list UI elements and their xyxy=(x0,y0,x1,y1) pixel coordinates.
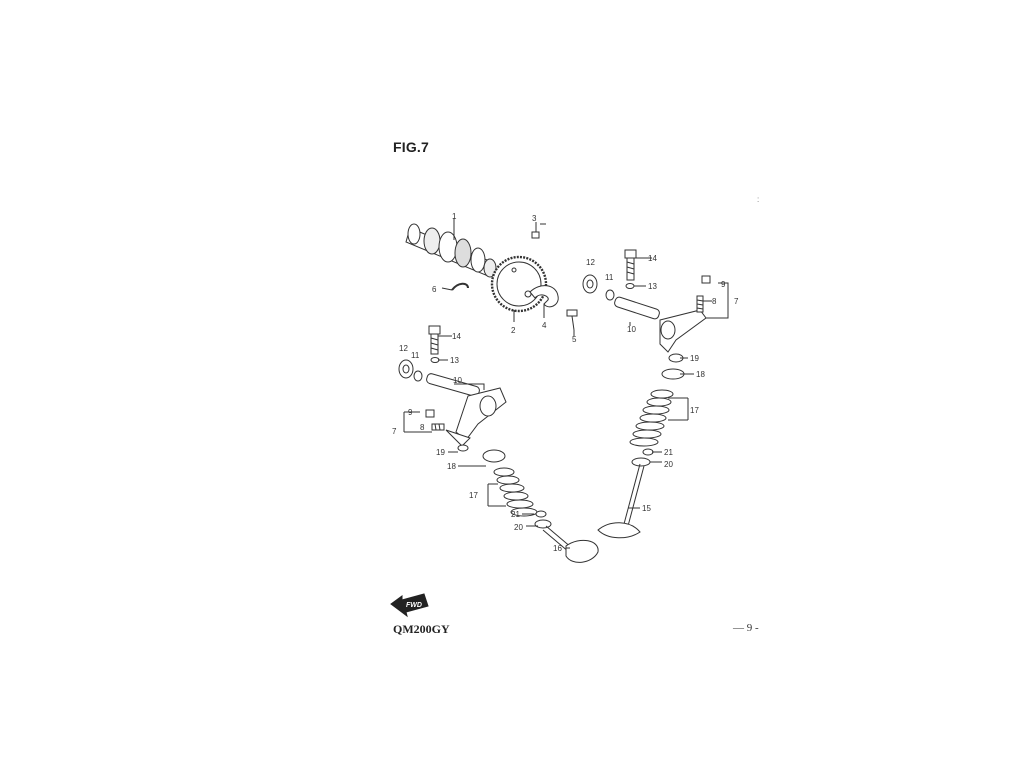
callout-19-lower: 19 xyxy=(436,448,445,457)
callout-8-lower: 8 xyxy=(420,423,425,432)
o-ring-part-11-lower xyxy=(413,370,423,382)
rocker-arm-upper xyxy=(614,296,707,353)
callout-14-upper: 14 xyxy=(648,254,657,263)
valve-part-16 xyxy=(542,525,599,563)
washer-part-13-lower xyxy=(430,357,440,363)
callout-20-upper: 20 xyxy=(664,460,673,469)
callout-13-upper: 13 xyxy=(648,282,657,291)
fwd-arrow-icon: FWD xyxy=(390,593,429,618)
bolt-part-5 xyxy=(566,309,578,336)
washer-part-13-upper xyxy=(625,283,635,289)
margin-mark: : xyxy=(757,195,760,204)
callout-7-lower: 7 xyxy=(392,427,397,436)
callout-21-upper: 21 xyxy=(664,448,673,457)
clip-part xyxy=(441,282,469,291)
pin-part xyxy=(531,222,540,239)
cam-sprocket-part xyxy=(490,255,548,322)
callout-4: 4 xyxy=(542,321,547,330)
callout-1: 1 xyxy=(452,212,457,221)
callout-14-lower: 14 xyxy=(452,332,461,341)
callout-17-upper: 17 xyxy=(690,406,699,415)
valve-part-15 xyxy=(597,463,645,539)
fwd-label: FWD xyxy=(406,602,422,609)
callout-17-lower: 17 xyxy=(469,491,478,500)
callout-11-upper: 11 xyxy=(605,273,614,282)
figure-title: FIG.7 xyxy=(393,139,430,155)
callout-19-upper: 19 xyxy=(690,354,699,363)
callout-3: 3 xyxy=(532,214,537,223)
page-number: — 9 - xyxy=(733,622,759,634)
callout-10-upper: 10 xyxy=(627,325,636,334)
callout-20-lower: 20 xyxy=(514,523,523,532)
adjuster-screw-upper xyxy=(696,275,729,319)
camshaft-part xyxy=(405,218,497,278)
callout-12-upper: 12 xyxy=(586,258,595,267)
callout-15: 15 xyxy=(642,504,651,513)
model-name: QM200GY xyxy=(393,622,450,636)
callout-11-lower: 11 xyxy=(411,351,420,360)
callout-13-lower: 13 xyxy=(450,356,459,365)
bolt-part-14-lower xyxy=(428,325,441,355)
callout-5: 5 xyxy=(572,335,577,344)
bolt-part-14-upper xyxy=(624,249,646,281)
callout-10-lower: 10 xyxy=(453,376,462,385)
callout-6: 6 xyxy=(432,285,437,294)
callout-8-upper: 8 xyxy=(712,297,717,306)
callout-9-lower: 9 xyxy=(408,408,413,417)
callout-21-lower: 21 xyxy=(511,510,520,519)
callout-12-lower: 12 xyxy=(399,344,408,353)
callout-16: 16 xyxy=(553,544,562,553)
o-ring-part-11-upper xyxy=(605,289,615,301)
callout-18-lower: 18 xyxy=(447,462,456,471)
callout-18-upper: 18 xyxy=(696,370,705,379)
callout-7-upper: 7 xyxy=(734,297,739,306)
washer-part-12-lower xyxy=(398,359,414,379)
valve-spring-lower xyxy=(457,444,552,529)
rocker-arm-lower xyxy=(426,373,507,447)
washer-part-12-upper xyxy=(582,274,598,294)
adjuster-screw-lower xyxy=(403,409,445,433)
valve-spring-upper xyxy=(629,353,689,467)
callout-9-upper: 9 xyxy=(721,280,726,289)
callout-2: 2 xyxy=(511,326,516,335)
plate-part xyxy=(529,285,559,318)
